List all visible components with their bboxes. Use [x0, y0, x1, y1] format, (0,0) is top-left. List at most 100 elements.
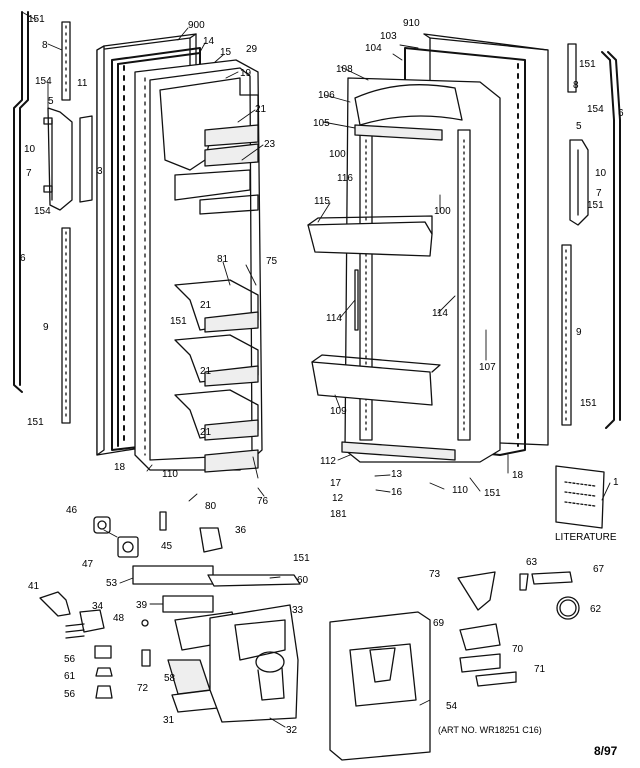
part-label-53: 53: [106, 578, 118, 589]
door-shelf-lower: [311, 354, 441, 406]
leader-lines: [21, 11, 611, 728]
part-label-14: 14: [203, 36, 215, 47]
literature-label: LITERATURE: [555, 532, 617, 543]
part-label-109: 109: [330, 406, 347, 417]
art-number: (ART NO. WR18251 C16): [438, 725, 542, 735]
part-label-54: 54: [446, 701, 458, 712]
part-label-8-right: 8: [573, 80, 579, 91]
part-label-61: 61: [64, 671, 76, 682]
freezer-door-shelves: [159, 77, 259, 473]
part-label-34: 34: [92, 601, 104, 612]
door-bottom-trim: [341, 269, 456, 461]
part-label-23: 23: [264, 139, 276, 150]
part-label-107: 107: [479, 362, 496, 373]
part-label-7-right: 7: [596, 188, 602, 199]
part-label-151-right-top: 151: [579, 59, 596, 70]
part-label-900: 900: [188, 20, 205, 31]
freezer-hinge-bottom: [61, 227, 71, 424]
part-label-151-left-bottom: 151: [27, 417, 44, 428]
part-label-33: 33: [292, 605, 304, 616]
part-label-70: 70: [512, 644, 524, 655]
part-label-73: 73: [429, 569, 441, 580]
part-label-151-dispenser: 151: [293, 553, 310, 564]
part-label-151-right-bottom: 151: [580, 398, 597, 409]
part-label-36: 36: [235, 525, 247, 536]
part-label-106: 106: [318, 90, 335, 101]
part-label-60: 60: [297, 575, 309, 586]
part-label-151-mid: 151: [170, 316, 187, 327]
part-label-31: 31: [163, 715, 175, 726]
freezer-handle: [43, 107, 93, 211]
part-label-76: 76: [257, 496, 269, 507]
door-shelf-upper: [307, 215, 433, 257]
part-label-114-left: 114: [326, 313, 342, 324]
part-label-32: 32: [286, 725, 298, 736]
fresh-food-handle: [569, 139, 589, 226]
part-label-29: 29: [246, 44, 258, 55]
part-label-3: 3: [97, 166, 103, 177]
dairy-compartment: [354, 84, 463, 141]
fresh-food-hinge-top: [567, 43, 577, 93]
part-label-81: 81: [217, 254, 229, 265]
part-label-13: 13: [391, 469, 403, 480]
water-dispenser-parts: [457, 571, 580, 687]
part-label-15: 15: [220, 47, 232, 58]
part-label-116: 116: [337, 173, 353, 184]
fresh-food-hinge-bottom: [561, 244, 572, 426]
part-label-58: 58: [164, 673, 176, 684]
part-label-12: 12: [332, 493, 344, 504]
part-label-10-left: 10: [24, 144, 36, 155]
part-label-103: 103: [380, 31, 397, 42]
part-label-114-right: 114: [432, 308, 448, 319]
part-label-115: 115: [314, 196, 330, 207]
part-label-47: 47: [82, 559, 94, 570]
part-label-104: 104: [365, 43, 382, 54]
freezer-hinge-top: [61, 21, 71, 101]
part-label-71: 71: [534, 664, 546, 675]
part-label-151-top-left: 151: [28, 14, 45, 25]
part-label-6-right: 6: [618, 108, 624, 119]
part-label-39: 39: [136, 600, 148, 611]
freezer-handle-trim: [13, 11, 29, 393]
part-label-48: 48: [113, 613, 125, 624]
part-label-56-top: 56: [64, 654, 76, 665]
part-label-154-right-top: 154: [587, 104, 604, 115]
part-label-21-mid-1: 21: [200, 300, 212, 311]
literature-booklet: [555, 465, 605, 529]
part-label-21-top: 21: [255, 104, 267, 115]
part-label-112: 112: [320, 456, 336, 467]
part-label-11: 11: [77, 78, 88, 89]
part-label-67: 67: [593, 564, 605, 575]
freezer-door-liner: [134, 59, 263, 471]
part-label-110-left: 110: [162, 469, 178, 480]
part-label-19: 19: [240, 68, 252, 79]
part-label-18-right: 18: [512, 470, 524, 481]
part-label-910: 910: [403, 18, 420, 29]
part-label-100-left: 100: [329, 149, 346, 160]
part-label-46: 46: [66, 505, 78, 516]
date-code: 8/97: [594, 744, 618, 758]
part-label-7-left: 7: [26, 168, 32, 179]
part-label-154-left-bottom: 154: [34, 206, 51, 217]
part-label-9-left: 9: [43, 322, 49, 333]
part-label-80: 80: [205, 501, 217, 512]
part-label-21-bottom: 21: [200, 427, 212, 438]
part-label-56-bottom: 56: [64, 689, 76, 700]
part-label-72: 72: [137, 683, 149, 694]
part-label-75: 75: [266, 256, 278, 267]
fresh-food-handle-trim: [601, 51, 621, 429]
part-label-69: 69: [433, 618, 445, 629]
part-label-6-left: 6: [20, 253, 26, 264]
ice-dispenser-housing: [167, 604, 299, 723]
part-label-41: 41: [28, 581, 40, 592]
part-label-5-left: 5: [48, 96, 54, 107]
part-label-1: 1: [613, 477, 619, 488]
part-label-63: 63: [526, 557, 538, 568]
part-label-105: 105: [313, 118, 330, 129]
part-label-108: 108: [336, 64, 353, 75]
part-label-9-right: 9: [576, 327, 582, 338]
part-label-17: 17: [330, 478, 342, 489]
part-label-62: 62: [590, 604, 602, 615]
